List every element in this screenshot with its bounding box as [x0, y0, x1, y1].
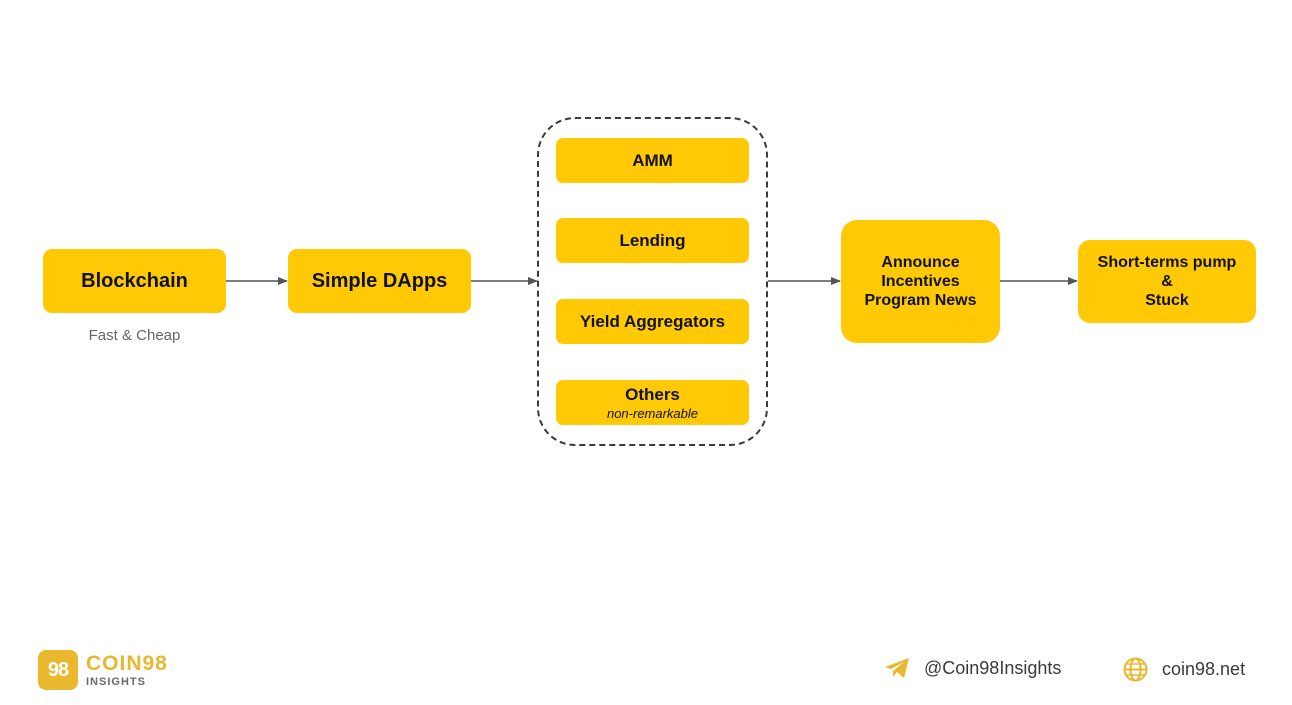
amm-label: AMM: [632, 150, 673, 170]
coin98-logo-icon: 98: [38, 650, 78, 690]
pump-line-2: &: [1161, 273, 1173, 290]
simple-dapps-label: Simple DApps: [311, 269, 448, 292]
telegram-handle[interactable]: @Coin98Insights: [924, 657, 1062, 678]
telegram-link[interactable]: @Coin98Insights: [884, 657, 1061, 679]
announce-incentives-node: Announce Incentives Program News: [841, 220, 1000, 343]
others-label: Others: [625, 384, 680, 404]
others-node: Others non-remarkable: [556, 380, 749, 425]
pump-line-1: Short-terms pump: [1097, 254, 1237, 271]
announce-line-2: Incentives: [881, 273, 960, 290]
amm-node: AMM: [556, 138, 749, 183]
lending-node: Lending: [556, 218, 749, 263]
brand-logo-text: 98: [47, 658, 69, 681]
simple-dapps-node: Simple DApps: [288, 249, 471, 313]
brand-wordmark: COIN98 INSIGHTS: [86, 653, 168, 688]
others-sublabel: non-remarkable: [606, 405, 699, 421]
dapp-category-group: [537, 117, 768, 446]
brand-tagline: INSIGHTS: [86, 675, 146, 688]
globe-icon: [1123, 657, 1148, 682]
pump-line-3: Stuck: [1145, 292, 1189, 309]
yield-aggregators-label: Yield Aggregators: [579, 311, 726, 331]
short-term-pump-node: Short-terms pump & Stuck: [1078, 240, 1256, 323]
yield-aggregators-node: Yield Aggregators: [556, 299, 749, 344]
coin98-insights-brand: 98 COIN98 INSIGHTS: [38, 650, 168, 690]
blockchain-caption: Fast & Cheap: [88, 327, 181, 344]
lending-label: Lending: [619, 230, 686, 250]
website-url[interactable]: coin98.net: [1162, 659, 1246, 679]
telegram-icon: [885, 658, 909, 678]
website-link[interactable]: coin98.net: [1123, 657, 1245, 682]
announce-line-1: Announce: [881, 254, 960, 271]
announce-line-3: Program News: [864, 292, 977, 309]
blockchain-label: Blockchain: [81, 269, 188, 292]
brand-name: COIN98: [86, 651, 168, 675]
blockchain-node: Blockchain: [43, 249, 226, 313]
